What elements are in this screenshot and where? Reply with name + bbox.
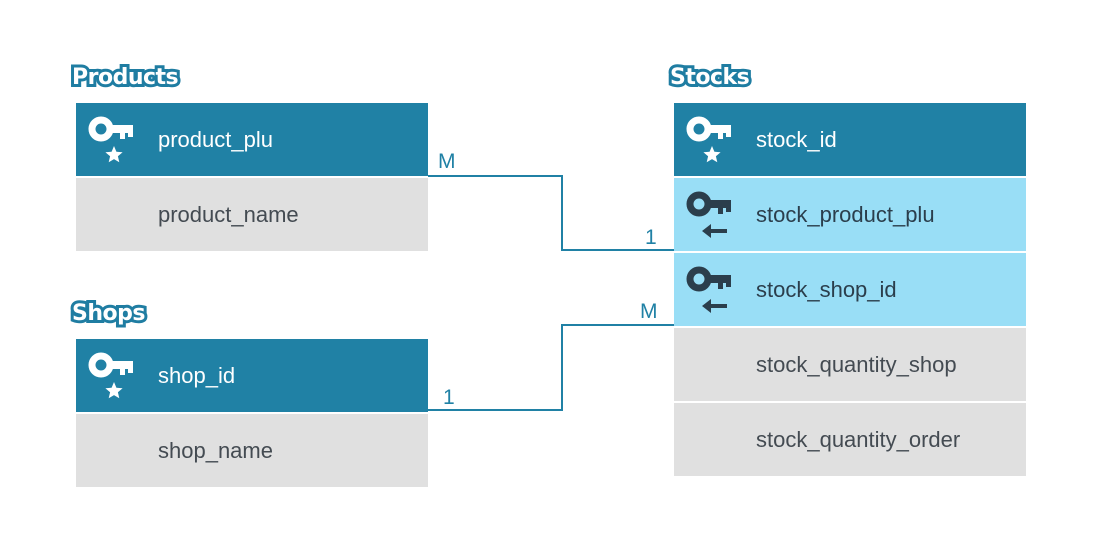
field-name: stock_id: [756, 127, 837, 152]
entity-stocks: Stocks stock_id stock_product_plu: [667, 62, 1026, 478]
key-arrow-icon: [686, 266, 731, 313]
entity-title-stocks: Stocks: [667, 62, 753, 93]
field-row-stock-quantity-shop[interactable]: stock_quantity_shop: [674, 328, 1026, 401]
entity-products: Products product_plu product_name: [69, 62, 428, 253]
cardinality-label: M: [438, 150, 456, 173]
cardinality-label: 1: [443, 386, 455, 409]
field-row-shop-name[interactable]: shop_name: [76, 414, 428, 487]
relationship-line-products-stocks[interactable]: [428, 175, 674, 251]
field-name: stock_shop_id: [756, 277, 897, 302]
field-name: shop_id: [158, 363, 236, 388]
field-name: product_name: [158, 202, 299, 227]
key-arrow-icon: [686, 191, 731, 238]
entity-title-products: Products: [69, 62, 182, 93]
field-name: shop_name: [158, 438, 273, 463]
field-row-product-plu[interactable]: product_plu: [76, 103, 428, 176]
key-star-icon: [88, 116, 133, 163]
cardinality-label: 1: [645, 226, 657, 249]
field-name: stock_quantity_order: [756, 427, 961, 452]
key-star-icon: [88, 352, 133, 399]
field-name: stock_product_plu: [756, 202, 935, 227]
field-row-stock-product-plu[interactable]: stock_product_plu: [674, 178, 1026, 251]
field-row-stock-quantity-order[interactable]: stock_quantity_order: [674, 403, 1026, 476]
field-row-stock-id[interactable]: stock_id: [674, 103, 1026, 176]
entity-title-shops: Shops: [69, 298, 148, 329]
relationship-line-shops-stocks[interactable]: [428, 324, 674, 411]
field-row-stock-shop-id[interactable]: stock_shop_id: [674, 253, 1026, 326]
field-row-product-name[interactable]: product_name: [76, 178, 428, 251]
cardinality-label: M: [640, 300, 658, 323]
field-row-shop-id[interactable]: shop_id: [76, 339, 428, 412]
key-star-icon: [686, 116, 731, 163]
field-name: stock_quantity_shop: [756, 352, 957, 377]
entity-shops: Shops shop_id shop_name: [69, 298, 428, 489]
field-name: product_plu: [158, 127, 273, 152]
